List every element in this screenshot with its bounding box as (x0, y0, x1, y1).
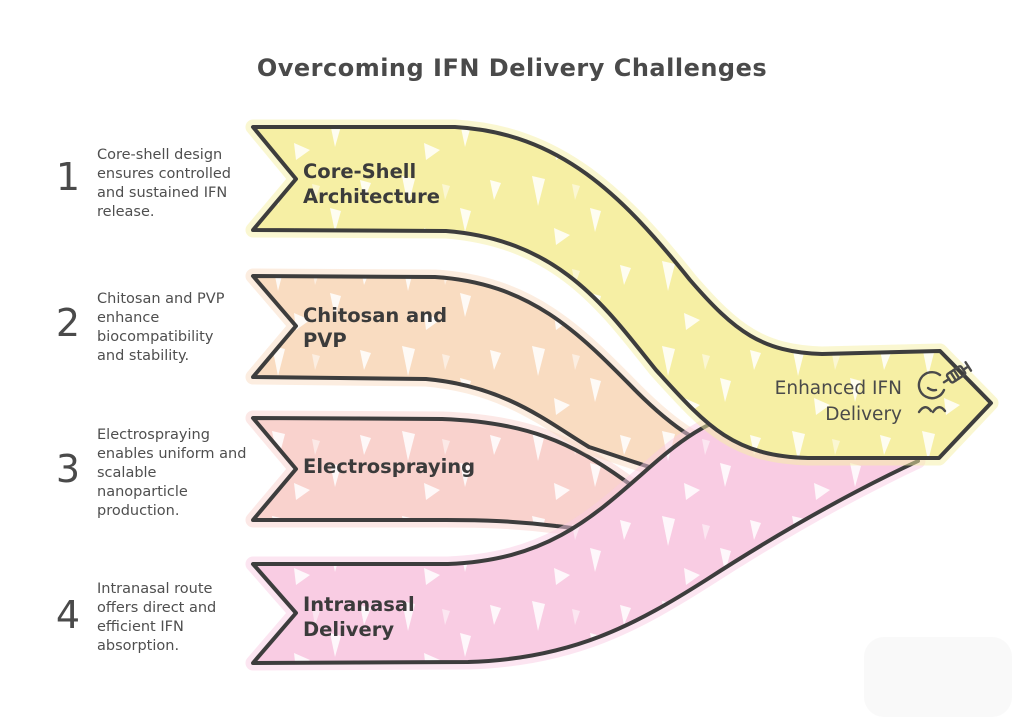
ribbon-label-intranasal-line2: Delivery (303, 618, 394, 641)
ribbon-core-shell-and-banner (245, 119, 999, 466)
banner-label-line1: Enhanced IFN (775, 378, 902, 399)
step-description-2: Chitosan and PVP enhance biocompatibilit… (97, 291, 225, 364)
step-number-3: 3 (55, 447, 81, 491)
ribbon-label-core-shell-line1: Core-Shell (303, 160, 416, 183)
ribbon-label-chitosan-line2: PVP (303, 329, 347, 352)
ribbon-label-electrospraying: Electrospraying (303, 455, 475, 478)
step-description-3: Electrospraying enables uniform and scal… (97, 427, 247, 519)
step-number-1: 1 (55, 155, 81, 199)
step-description-4: Intranasal route offers direct and effic… (97, 581, 217, 654)
face-syringe-icon (917, 361, 973, 414)
ribbon-intranasal-delivery (245, 399, 926, 671)
ribbon-chitosan-pvp (245, 268, 758, 501)
step-number-4: 4 (55, 593, 81, 637)
watermark-remnant (864, 637, 1012, 717)
page-title: Overcoming IFN Delivery Challenges (256, 54, 768, 82)
ribbon-label-core-shell-line2: Architecture (303, 185, 440, 208)
step-number-2: 2 (55, 301, 81, 345)
ribbon-label-intranasal-line1: Intranasal (303, 593, 415, 616)
syringe-icon (942, 361, 973, 384)
ribbon-label-chitosan-line1: Chitosan and (303, 304, 447, 327)
step-description-1: Core-shell design ensures controlled and… (97, 147, 231, 220)
banner-label-line2: Delivery (825, 404, 902, 425)
